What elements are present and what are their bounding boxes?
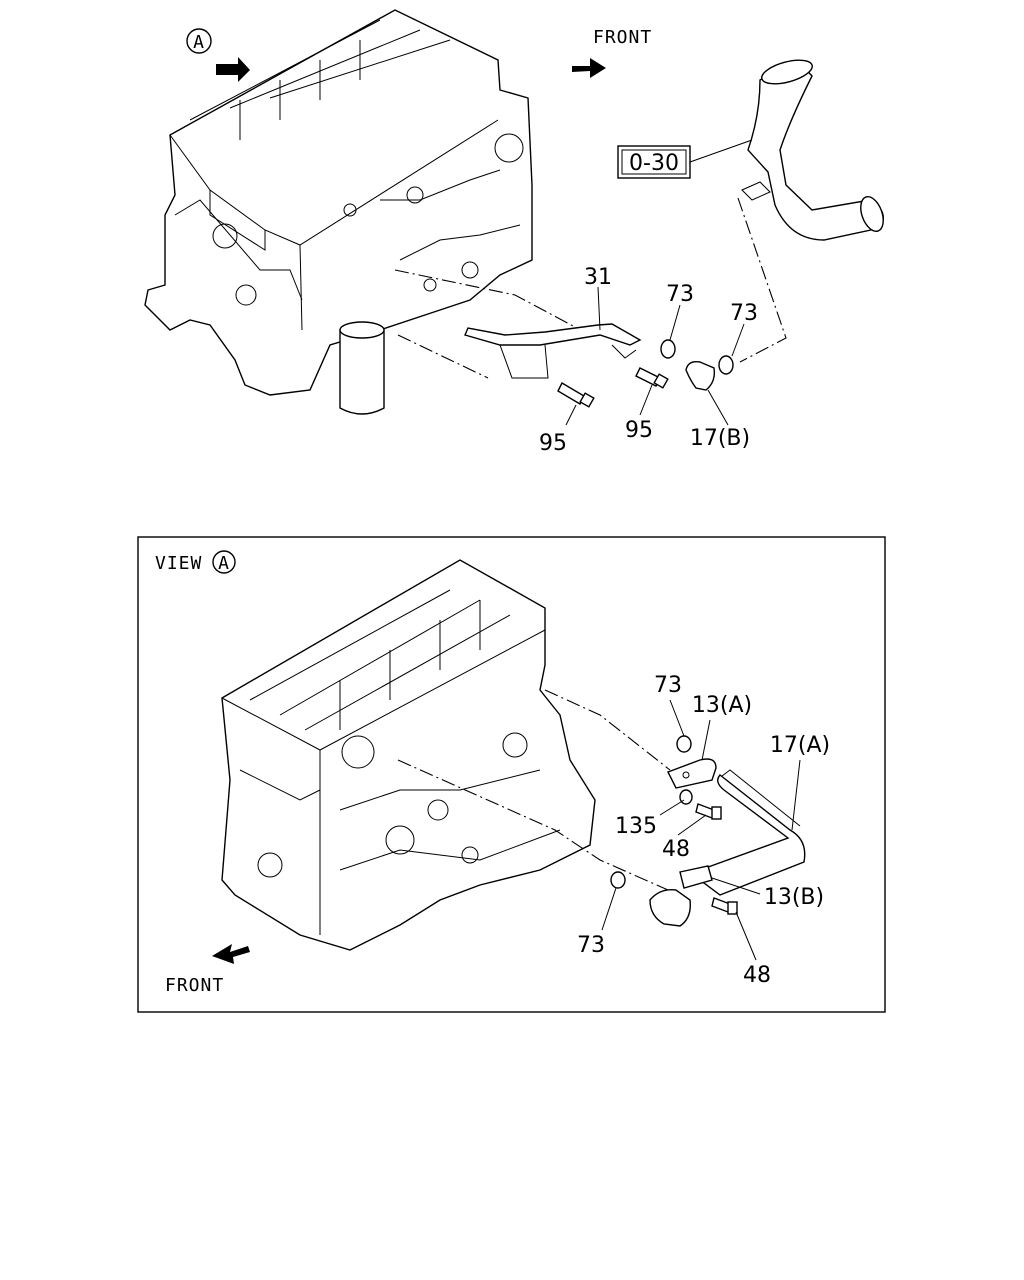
bolt-48-top: [695, 803, 722, 820]
callout-135: 135: [615, 814, 657, 839]
view-a-frame: [137, 536, 886, 1013]
callout-73-left: 73: [666, 282, 694, 307]
bottom-front-label: FRONT: [165, 975, 224, 996]
callout-73-top: 73: [654, 673, 682, 698]
callout-73-right: 73: [730, 301, 758, 326]
outlet-pipe-0-30: [741, 59, 884, 241]
bolt-95-right: [635, 367, 669, 389]
oil-filter: [339, 321, 385, 415]
callout-17b: 17(B): [690, 426, 750, 451]
bolt-48-bottom: [711, 897, 738, 915]
top-illustration: A FRONT: [144, 9, 884, 456]
view-marker-top-letter: A: [193, 32, 205, 53]
callout-48-top: 48: [662, 837, 690, 862]
view-a-panel: VIEW A: [137, 536, 886, 1013]
callout-95-left: 95: [539, 431, 567, 456]
callout-73-bottom: 73: [577, 933, 605, 958]
bottom-front-arrow-icon: [212, 944, 250, 964]
bolt-95-left: [557, 382, 595, 408]
elbow-hose: [649, 889, 691, 927]
hose-17b: [685, 360, 716, 391]
callout-31: 31: [584, 265, 612, 290]
callout-13b: 13(B): [764, 885, 824, 910]
view-marker-top: A: [186, 28, 212, 54]
clamp-73-bottom: [610, 871, 626, 889]
bracket-13b: [679, 865, 713, 889]
hose-17a: [699, 769, 806, 896]
top-front-arrow-icon: [572, 58, 606, 78]
clamp-73-right: [718, 355, 734, 375]
bracket-13a: [667, 758, 717, 789]
callout-17a: 17(A): [770, 733, 830, 758]
view-a-word: VIEW: [155, 553, 202, 574]
engine-block-bottom: [221, 559, 596, 951]
reference-box[interactable]: 0-30: [617, 139, 753, 179]
view-direction-arrow-icon: [216, 57, 250, 82]
clamp-73-left: [660, 339, 676, 359]
callout-13a: 13(A): [692, 693, 752, 718]
clamp-73-top: [676, 735, 692, 753]
top-front-label: FRONT: [593, 27, 652, 48]
callout-48-bottom: 48: [743, 963, 771, 988]
callout-95-right: 95: [625, 418, 653, 443]
engine-block-top: [144, 9, 533, 396]
water-pipe-31: [464, 323, 642, 379]
view-a-letter: A: [218, 553, 230, 574]
reference-box-label: 0-30: [629, 151, 679, 176]
